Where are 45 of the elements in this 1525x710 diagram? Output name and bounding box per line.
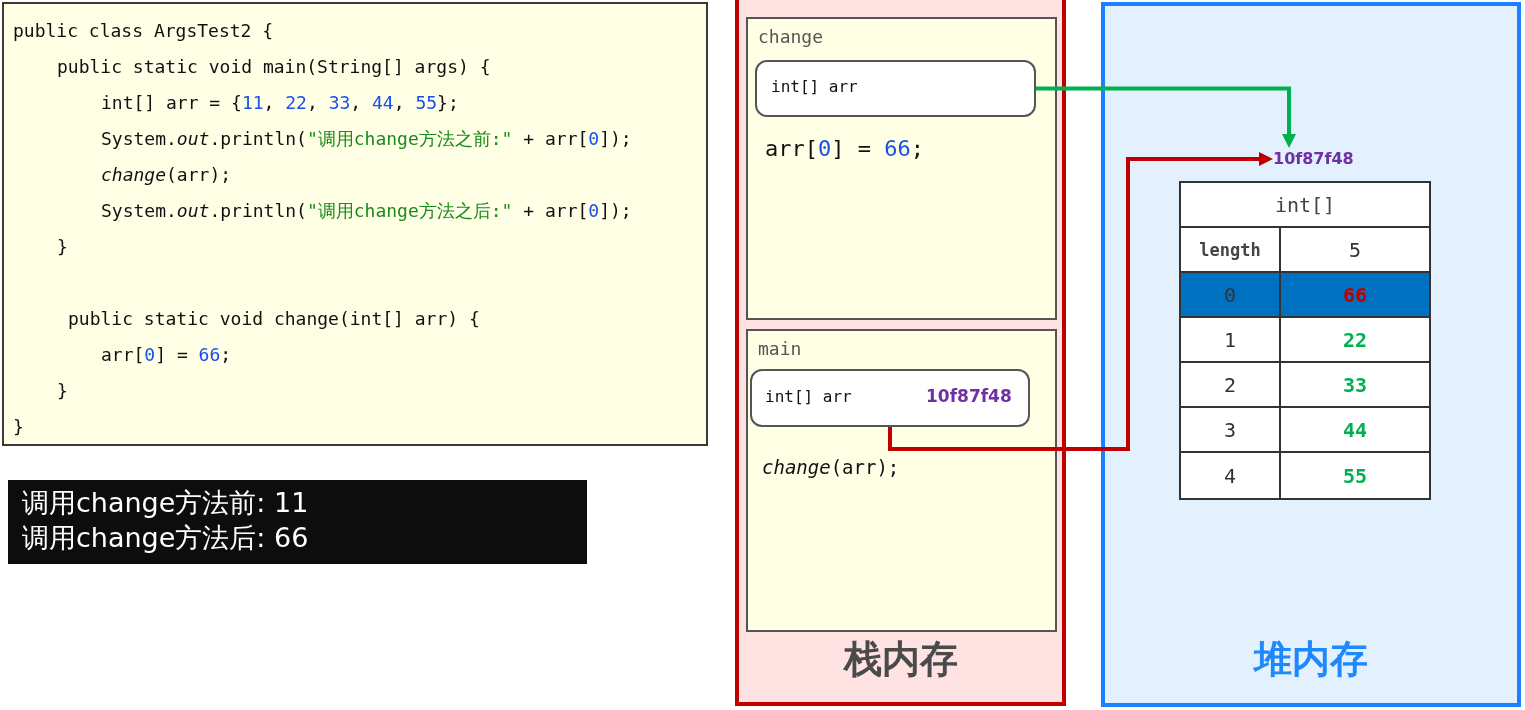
code-line: } [57, 235, 68, 259]
value-cell: 22 [1281, 318, 1429, 363]
variable-declaration: int[] arr [765, 386, 852, 408]
variable-declaration: int[] arr [771, 76, 858, 98]
stack-memory-area [735, 0, 1066, 706]
index-cell: 3 [1181, 408, 1281, 453]
code-line: arr[0] = 66; [101, 343, 232, 367]
arrow [1036, 86, 1296, 148]
code-line: System.out.println("调用change方法之后:" + arr[0]); [101, 199, 632, 223]
code-line: arr[0] = 66; [765, 136, 924, 162]
code-line: } [57, 379, 68, 403]
frame-name: main [758, 338, 802, 360]
console-panel [8, 480, 587, 564]
arrow [888, 152, 1273, 451]
table-header-cell: int[] [1181, 183, 1429, 228]
address-label: 10f87f48 [1273, 148, 1354, 170]
console-line: 调用change方法后: 66 [22, 521, 309, 555]
console-line: 调用change方法前: 11 [22, 486, 309, 520]
area-title: 栈内存 [843, 636, 958, 682]
value-cell: 66 [1281, 273, 1429, 318]
code-line: int[] arr = {11, 22, 33, 44, 55}; [101, 91, 459, 115]
code-line: change(arr); [101, 163, 232, 187]
code-line: } [13, 415, 24, 439]
variable-box [755, 60, 1036, 117]
variable-box [750, 369, 1030, 427]
code-line: System.out.println("调用change方法之前:" + arr[0]); [101, 127, 632, 151]
code-panel [2, 2, 708, 446]
value-cell: 33 [1281, 363, 1429, 408]
code-line: public static void main(String[] args) { [57, 55, 491, 79]
value-cell-text: 55 [1341, 462, 1369, 490]
heap-memory-area [1101, 2, 1521, 707]
code-line: public class ArgsTest2 { [13, 19, 274, 43]
stack-frame [746, 17, 1057, 320]
stack-frame [746, 329, 1057, 632]
array-table [1179, 181, 1431, 500]
index-cell: 0 [1181, 273, 1281, 318]
code-line: change(arr); [762, 455, 900, 479]
frame-name: change [758, 26, 824, 48]
code-line: public static void change(int[] arr) { [68, 307, 480, 331]
address-value: 10f87f48 [926, 385, 1012, 408]
index-cell: 4 [1181, 453, 1281, 498]
area-title: 堆内存 [1254, 636, 1368, 682]
value-cell: 44 [1281, 408, 1429, 453]
index-cell: 1 [1181, 318, 1281, 363]
index-cell: 2 [1181, 363, 1281, 408]
